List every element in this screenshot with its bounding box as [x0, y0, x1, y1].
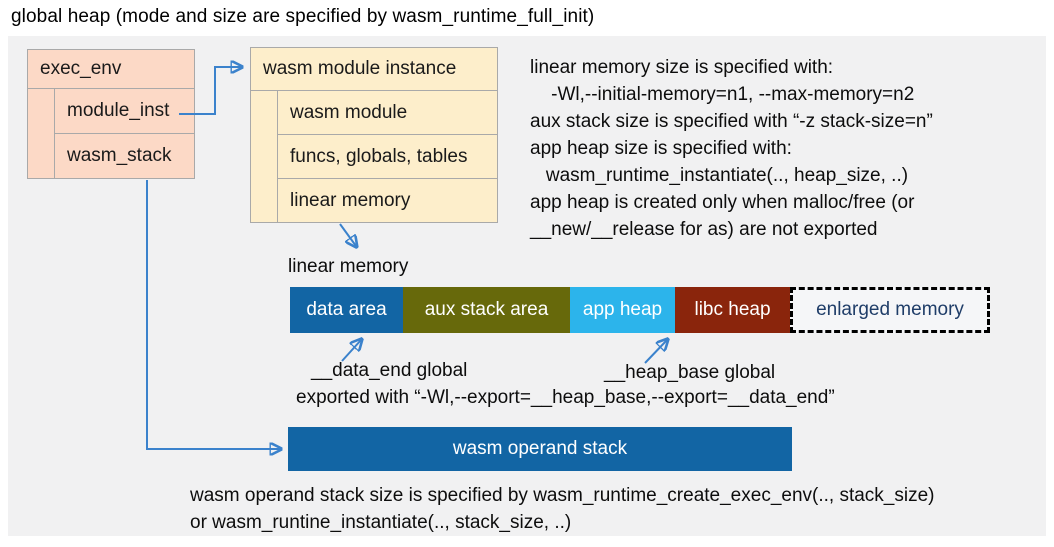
diagram-title: global heap (mode and size are specified…	[11, 6, 595, 27]
note-line: wasm operand stack size is specified by …	[190, 485, 935, 506]
note-line: -Wl,--initial-memory=n1, --max-memory=n2	[530, 84, 915, 105]
segment-aux-stack-area: aux stack area	[403, 287, 570, 333]
linear-memory-bar: data area aux stack area app heap libc h…	[290, 287, 990, 333]
note-line: app heap is created only when malloc/fre…	[530, 192, 915, 213]
note-line: wasm_runtime_instantiate(.., heap_size, …	[530, 165, 909, 186]
note-line: __new/__release for as) are not exported	[530, 219, 878, 240]
exec-env-row-module-inst: module_inst	[54, 89, 194, 133]
segment-app-heap: app heap	[570, 287, 675, 333]
data-end-global-label: __data_end global	[311, 360, 468, 381]
module-row-linear-memory: linear memory	[277, 178, 497, 222]
exec-env-header: exec_env	[28, 50, 194, 89]
note-line: app heap size is specified with:	[530, 138, 792, 159]
note-line: or wasm_runtine_instantiate(.., stack_si…	[190, 512, 572, 533]
wasm-module-instance-header: wasm module instance	[251, 48, 497, 91]
memory-size-notes: linear memory size is specified with: -W…	[530, 54, 1046, 243]
wasm-operand-stack-bar: wasm operand stack	[288, 427, 792, 471]
note-line: aux stack size is specified with “-z sta…	[530, 111, 933, 132]
linear-memory-label: linear memory	[288, 256, 409, 277]
note-line: linear memory size is specified with:	[530, 57, 834, 78]
segment-data-area: data area	[290, 287, 403, 333]
heap-base-global-label: __heap_base global	[604, 362, 776, 383]
segment-enlarged-memory: enlarged memory	[790, 287, 990, 333]
module-row-funcs-globals-tables: funcs, globals, tables	[277, 134, 497, 178]
exported-with-label: exported with “-Wl,--export=__heap_base,…	[296, 387, 835, 408]
exec-env-row-wasm-stack: wasm_stack	[54, 133, 194, 178]
segment-libc-heap: libc heap	[675, 287, 790, 333]
operand-stack-notes: wasm operand stack size is specified by …	[190, 482, 935, 536]
module-row-wasm-module: wasm module	[277, 91, 497, 134]
exec-env-box: exec_env module_inst wasm_stack	[27, 49, 195, 179]
wasm-module-instance-box: wasm module instance wasm module funcs, …	[250, 47, 498, 223]
